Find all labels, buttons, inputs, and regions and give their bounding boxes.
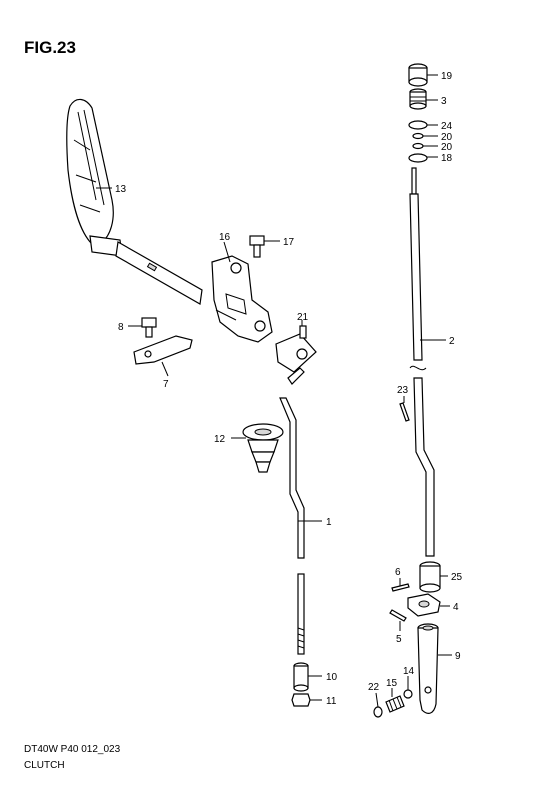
callout-9: 9 xyxy=(455,651,461,662)
clutch-lever-handle xyxy=(66,98,203,305)
ring-18 xyxy=(408,153,428,163)
figure-title: FIG.23 xyxy=(24,38,76,57)
callout-labels: 19 3 24 20 20 18 13 16 17 2 8 21 7 23 12… xyxy=(115,71,463,707)
callout-24: 24 xyxy=(441,121,453,132)
seal-3 xyxy=(409,88,427,110)
callout-1: 1 xyxy=(326,517,332,528)
spring-15 xyxy=(385,695,405,713)
callout-4: 4 xyxy=(453,602,459,613)
callout-22: 22 xyxy=(368,682,380,693)
washer-20b xyxy=(412,142,424,150)
callout-21: 21 xyxy=(297,312,309,323)
callout-10: 10 xyxy=(326,672,338,683)
callout-17: 17 xyxy=(283,237,295,248)
collar-25 xyxy=(419,561,441,593)
callout-11: 11 xyxy=(326,696,337,707)
callout-2: 2 xyxy=(449,336,455,347)
callout-25: 25 xyxy=(451,572,463,583)
callout-20a: 20 xyxy=(441,132,453,143)
clutch-lever-9 xyxy=(417,623,439,714)
callout-8: 8 xyxy=(118,322,124,333)
rod-coupler xyxy=(293,662,309,692)
shift-rod xyxy=(279,397,305,655)
callout-13: 13 xyxy=(115,184,127,195)
ball-14 xyxy=(403,689,413,699)
clamp-4 xyxy=(407,593,441,617)
nut-11 xyxy=(291,693,311,707)
cap-nut-19 xyxy=(408,63,428,87)
lever-bracket xyxy=(211,255,273,343)
o-ring-24 xyxy=(408,120,428,130)
callout-5: 5 xyxy=(396,634,402,645)
pin-6 xyxy=(391,583,410,592)
pin-22 xyxy=(373,706,383,718)
figure-code: DT40W P40 012_023 xyxy=(24,744,121,755)
clutch-link xyxy=(275,325,317,385)
washer-20a xyxy=(412,132,424,140)
callout-12: 12 xyxy=(214,434,226,445)
figure-name: CLUTCH xyxy=(24,760,65,771)
callout-6: 6 xyxy=(395,567,401,578)
callout-23: 23 xyxy=(397,385,409,396)
callout-18: 18 xyxy=(441,153,453,164)
callout-7: 7 xyxy=(163,379,169,390)
callout-20b: 20 xyxy=(441,142,453,153)
callout-15: 15 xyxy=(386,678,398,689)
callout-3: 3 xyxy=(441,96,447,107)
callout-14: 14 xyxy=(403,666,415,677)
callout-16: 16 xyxy=(219,232,231,243)
rubber-boot xyxy=(242,423,284,473)
leader-lines xyxy=(96,74,452,708)
long-clutch-rod xyxy=(409,167,435,557)
pin-23 xyxy=(399,402,410,422)
bolt-8 xyxy=(141,317,157,338)
pin-5 xyxy=(389,609,407,622)
callout-19: 19 xyxy=(441,71,453,82)
bolt-17 xyxy=(249,235,265,258)
lock-plate xyxy=(133,335,193,365)
